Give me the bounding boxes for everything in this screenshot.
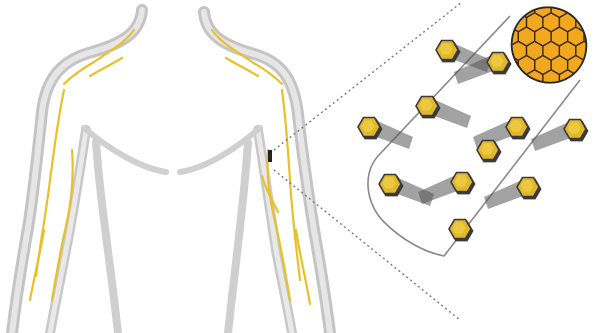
- left-torso-side: [96, 142, 118, 333]
- body-silhouette: [12, 10, 330, 333]
- site-marker: [268, 150, 272, 162]
- right-torso-side: [228, 142, 248, 333]
- nerve-network: [30, 30, 310, 304]
